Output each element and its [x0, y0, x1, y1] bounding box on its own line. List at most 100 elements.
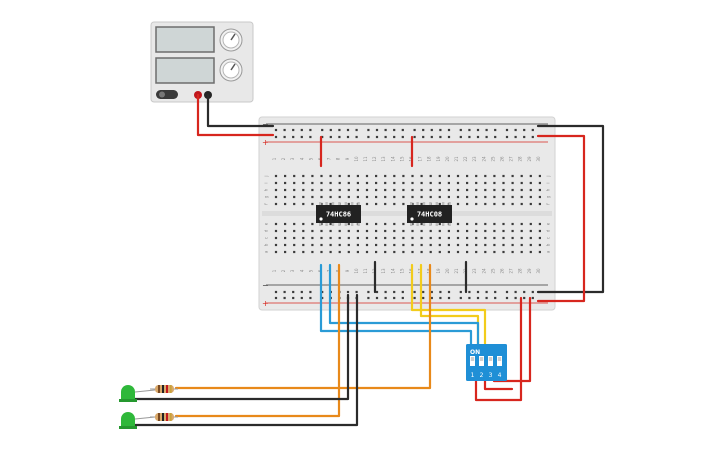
column-number-top: 10 — [354, 156, 359, 162]
wire-output-orange-1[interactable] — [174, 263, 432, 390]
column-number-top: 22 — [463, 156, 468, 162]
row-letter: j — [546, 175, 551, 177]
row-letter: h — [264, 188, 269, 191]
chip-74hc86[interactable]: 74HC86 — [316, 202, 361, 226]
row-letter: i — [264, 182, 269, 183]
column-number-top: 26 — [500, 156, 505, 162]
row-letter: b — [546, 243, 551, 246]
column-number-top: 2 — [281, 157, 286, 160]
resistor-led-2[interactable] — [150, 413, 178, 421]
power-supply[interactable] — [150, 21, 254, 103]
column-number-top: 29 — [527, 156, 532, 162]
row-letter: c — [264, 237, 269, 239]
column-number-top: 25 — [490, 156, 495, 162]
dip-switch-number: 2 — [480, 372, 484, 379]
column-number-bottom: 9 — [345, 269, 350, 272]
wire-input-blue-1[interactable] — [319, 263, 473, 348]
psu-current-display — [155, 57, 215, 84]
column-number-top: 18 — [427, 156, 432, 162]
column-number-bottom: 30 — [536, 268, 541, 274]
row-letter: b — [264, 243, 269, 246]
dip-switch-number: 3 — [489, 372, 493, 379]
column-number-top: 19 — [436, 156, 441, 162]
chip-74hc08[interactable]: 74HC08 — [407, 202, 452, 226]
led-output-1[interactable] — [119, 385, 156, 402]
wire-input-blue-2[interactable] — [328, 263, 480, 348]
column-number-bottom: 10 — [354, 268, 359, 274]
column-number-top: 21 — [454, 156, 459, 162]
column-number-top: 9 — [345, 157, 350, 160]
rail-plus-top-left: + — [262, 138, 269, 147]
column-number-bottom: 2 — [281, 269, 286, 272]
led-output-2[interactable] — [119, 412, 156, 429]
row-letter: e — [546, 222, 551, 225]
column-number-top: 5 — [308, 157, 313, 160]
column-number-top: 27 — [509, 156, 514, 162]
row-letter: c — [546, 237, 551, 239]
chip-74hc08-label: 74HC08 — [417, 211, 442, 219]
row-letter: f — [546, 203, 551, 205]
column-number-bottom: 1 — [272, 269, 277, 272]
psu-current-knob[interactable] — [219, 58, 243, 82]
row-letter: j — [264, 175, 269, 177]
column-number-bottom: 19 — [436, 268, 441, 274]
wire-input-yellow-1[interactable] — [410, 263, 487, 348]
column-number-bottom: 13 — [381, 268, 386, 274]
column-number-bottom: 21 — [454, 268, 459, 274]
column-number-top: 12 — [372, 156, 377, 162]
dip-switch-on-label: ON — [470, 349, 480, 356]
wires — [126, 93, 605, 427]
column-number-top: 15 — [399, 156, 404, 162]
column-number-top: 23 — [472, 156, 477, 162]
row-letter: a — [264, 250, 269, 253]
column-number-bottom: 25 — [490, 268, 495, 274]
column-number-top: 14 — [390, 156, 395, 162]
row-letter: h — [546, 188, 551, 191]
dip-switch-number: 1 — [471, 372, 475, 379]
psu-voltage-knob[interactable] — [219, 28, 243, 52]
rail-minus-bottom-left: − — [262, 281, 269, 290]
row-letter: e — [264, 222, 269, 225]
column-number-bottom: 28 — [518, 268, 523, 274]
column-number-top: 30 — [536, 156, 541, 162]
wire-psu-negative[interactable] — [206, 93, 275, 128]
column-number-top: 20 — [445, 156, 450, 162]
dip-switch-number: 4 — [498, 372, 502, 379]
row-letter: i — [546, 182, 551, 183]
column-number-top: 8 — [336, 157, 341, 160]
breadboard-holes[interactable] — [274, 128, 541, 300]
rail-minus-top-left: − — [262, 120, 269, 129]
column-number-top: 3 — [290, 157, 295, 160]
column-number-bottom: 23 — [472, 268, 477, 274]
column-number-bottom: 11 — [363, 268, 368, 274]
row-letter: d — [264, 229, 269, 232]
column-number-bottom: 26 — [500, 268, 505, 274]
column-number-top: 1 — [272, 157, 277, 160]
wire-output-orange-2[interactable] — [174, 263, 341, 418]
resistor-led-1[interactable] — [150, 385, 178, 393]
wire-led-ground-1[interactable] — [126, 293, 350, 401]
wire-rail-bridge-negative[interactable] — [536, 124, 605, 294]
column-number-top: 7 — [327, 157, 332, 160]
wire-led-ground-2[interactable] — [126, 293, 359, 427]
row-letter: a — [546, 250, 551, 253]
wire-psu-positive[interactable] — [196, 93, 275, 137]
column-number-bottom: 20 — [445, 268, 450, 274]
column-number-top: 4 — [299, 157, 304, 160]
column-number-bottom: 5 — [308, 269, 313, 272]
wire-rail-bridge-positive[interactable] — [536, 134, 586, 303]
row-letter: d — [546, 229, 551, 232]
column-number-bottom: 29 — [527, 268, 532, 274]
column-number-bottom: 4 — [299, 269, 304, 272]
chip-74hc86-label: 74HC86 — [326, 211, 351, 219]
column-number-bottom: 24 — [481, 268, 486, 274]
column-number-top: 13 — [381, 156, 386, 162]
column-number-top: 24 — [481, 156, 486, 162]
column-number-bottom: 14 — [390, 268, 395, 274]
breadboard-labels: 1122334455667788991010111112121313141415… — [264, 156, 551, 274]
wire-dip-power-a[interactable] — [474, 296, 523, 402]
row-letter: g — [546, 195, 551, 198]
column-number-top: 28 — [518, 156, 523, 162]
